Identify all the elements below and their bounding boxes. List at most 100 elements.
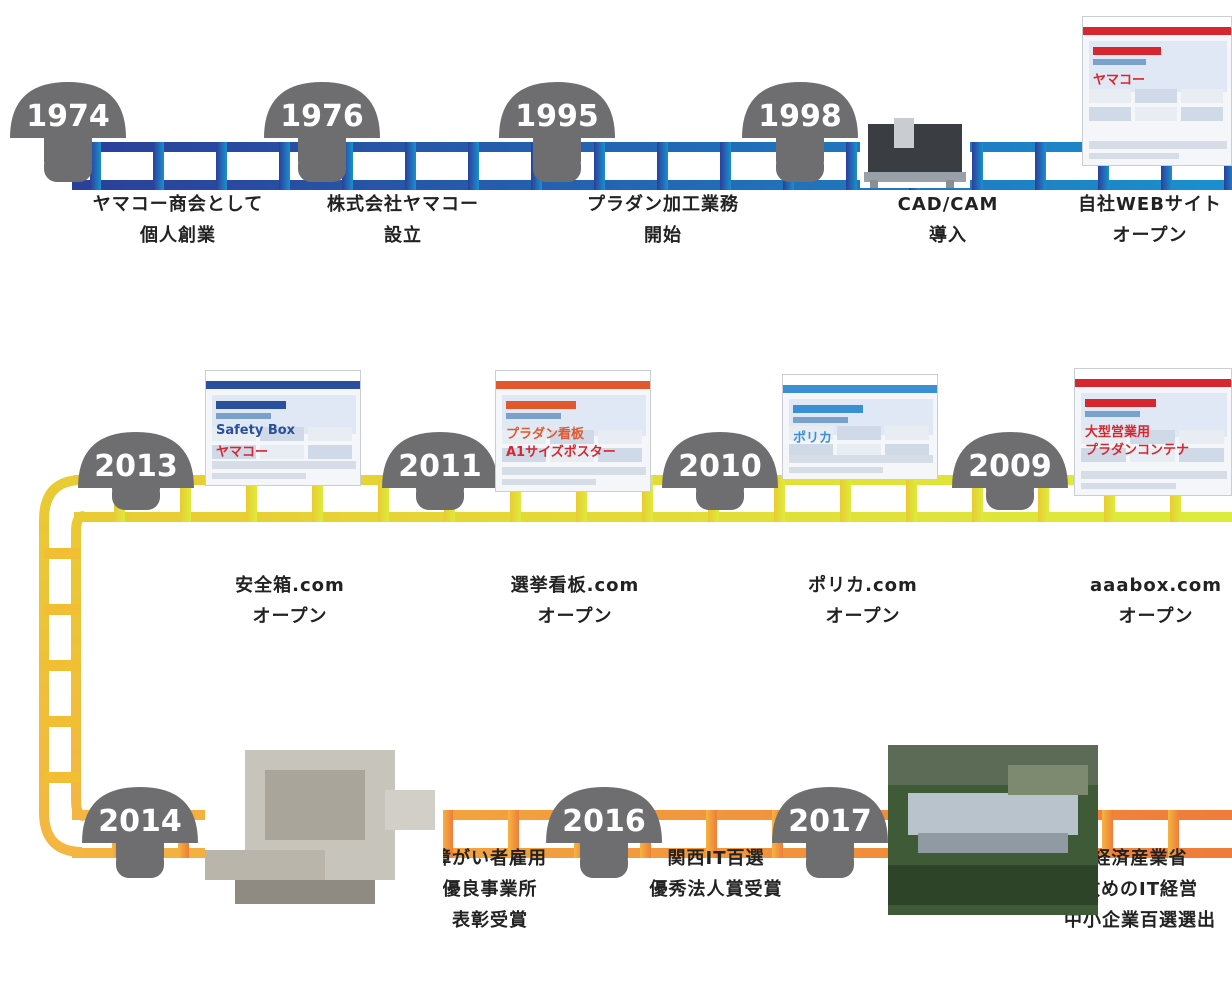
milestone-caption: 株式会社ヤマコー設立 xyxy=(293,189,513,251)
thumb-text: A1サイズポスター xyxy=(506,445,616,460)
thumb-block xyxy=(502,430,546,444)
rail-row-2 xyxy=(74,475,1232,522)
year-label: 2016 xyxy=(562,804,646,839)
thumb-block xyxy=(783,385,937,393)
thumb-block xyxy=(908,793,1078,835)
thumb-block xyxy=(789,455,933,463)
caption-line: 開始 xyxy=(644,225,682,246)
thumb-block xyxy=(502,479,596,485)
thumb-block xyxy=(550,448,594,462)
ujitawara-factory-aerial-photo xyxy=(888,745,1098,915)
company-website-screenshot: ヤマコー xyxy=(1082,16,1232,166)
milestone-caption: プラダン加工業務開始 xyxy=(553,189,773,251)
year-label: 2017 xyxy=(788,804,872,839)
milestone-caption: ポリカ.com オープン xyxy=(753,570,973,632)
senkyo-kanban-site-screenshot: プラダン看板 A1サイズポスター xyxy=(495,370,651,492)
thumb-block xyxy=(868,124,962,176)
rail-loop xyxy=(39,475,85,857)
caption-line: オープン xyxy=(1118,606,1194,627)
year-marker-1998: 1998 xyxy=(742,82,858,182)
year-marker-2014: 2014 xyxy=(82,787,198,878)
thumb-block xyxy=(793,405,863,413)
thumb-block xyxy=(1093,59,1146,65)
thumb-block xyxy=(1089,89,1131,103)
thumb-block xyxy=(265,770,365,840)
thumb-block xyxy=(260,445,304,459)
caption-line: 障がい者雇用 xyxy=(433,848,547,869)
thumb-block xyxy=(1008,765,1088,795)
thumb-block xyxy=(206,381,360,389)
thumb-block xyxy=(206,371,360,381)
caption-line: 自社WEBサイト xyxy=(1078,194,1222,215)
thumb-block xyxy=(598,430,642,444)
year-label: 2009 xyxy=(968,449,1052,484)
milestone-caption: 障がい者雇用優良事業所表彰受賞 xyxy=(380,843,600,936)
thumb-block xyxy=(1081,483,1176,489)
year-label: 1995 xyxy=(515,99,599,134)
thumb-block xyxy=(1075,379,1231,387)
thumb-block xyxy=(885,426,929,440)
thumb-block xyxy=(1181,89,1223,103)
caption-line: 経済産業省 xyxy=(1092,848,1188,869)
aaabox-site-screenshot: 大型営業用プラダンコンテナ xyxy=(1074,368,1232,496)
caption-line: ポリカ.com xyxy=(808,575,918,596)
year-label: 1976 xyxy=(280,99,364,134)
thumb-block xyxy=(502,467,646,475)
thumb-block xyxy=(205,850,325,880)
thumb-block xyxy=(1135,89,1177,103)
milestone-caption: 自社WEBサイトオープン xyxy=(1040,189,1232,251)
thumb-block xyxy=(506,401,576,409)
cad-cam-cutter-photo xyxy=(860,84,970,188)
thumb-block xyxy=(793,417,848,423)
thumb-block xyxy=(783,375,937,385)
year-marker-1995: 1995 xyxy=(499,82,615,182)
caption-line: 攻めのIT経営 xyxy=(1082,879,1198,900)
caption-line: aaabox.com xyxy=(1090,575,1222,596)
thumb-text: Safety Box xyxy=(216,423,296,438)
thumb-block xyxy=(789,426,833,440)
caption-line: 中小企業百選選出 xyxy=(1064,910,1216,931)
thumb-block xyxy=(1130,448,1175,462)
year-label: 2013 xyxy=(94,449,178,484)
thumb-block xyxy=(308,445,352,459)
year-marker-2010: 2010 xyxy=(662,432,778,510)
thumb-block xyxy=(1083,27,1231,35)
thumb-block xyxy=(1181,107,1223,121)
thumb-block xyxy=(260,427,304,441)
caption-line: 個人創業 xyxy=(140,225,216,246)
thumb-block xyxy=(1075,369,1231,379)
thumb-block xyxy=(216,413,271,419)
thumb-text: 大型営業用 xyxy=(1085,425,1151,440)
year-label: 2014 xyxy=(98,804,182,839)
thumb-block xyxy=(918,833,1068,853)
caption-line: オープン xyxy=(1112,225,1188,246)
jackal-cutter-photo xyxy=(205,740,443,908)
thumb-block xyxy=(1093,47,1161,55)
thumb-block xyxy=(1135,107,1177,121)
thumb-block xyxy=(496,381,650,389)
caption-line: 優秀法人賞受賞 xyxy=(649,879,783,900)
thumb-block xyxy=(789,444,833,458)
caption-line: オープン xyxy=(825,606,901,627)
caption-line: 関西IT百選 xyxy=(667,848,765,869)
thumb-block xyxy=(1089,153,1179,159)
caption-line: ヤマコー商会として xyxy=(92,194,264,215)
caption-line: 優良事業所 xyxy=(442,879,538,900)
year-marker-1974: 1974 xyxy=(10,82,126,182)
thumb-block xyxy=(837,444,881,458)
thumb-block xyxy=(789,467,883,473)
caption-line: 導入 xyxy=(929,225,967,246)
thumb-block xyxy=(1089,141,1227,149)
thumb-block xyxy=(506,413,561,419)
year-label: 2010 xyxy=(678,449,762,484)
year-marker-2013: 2013 xyxy=(78,432,194,510)
thumb-text: プラダン看板 xyxy=(506,427,585,442)
thumb-block xyxy=(502,448,546,462)
thumb-block xyxy=(1130,430,1175,444)
thumb-text: ヤマコー xyxy=(1093,73,1146,88)
thumb-block xyxy=(212,427,256,441)
thumb-block xyxy=(1083,17,1231,27)
